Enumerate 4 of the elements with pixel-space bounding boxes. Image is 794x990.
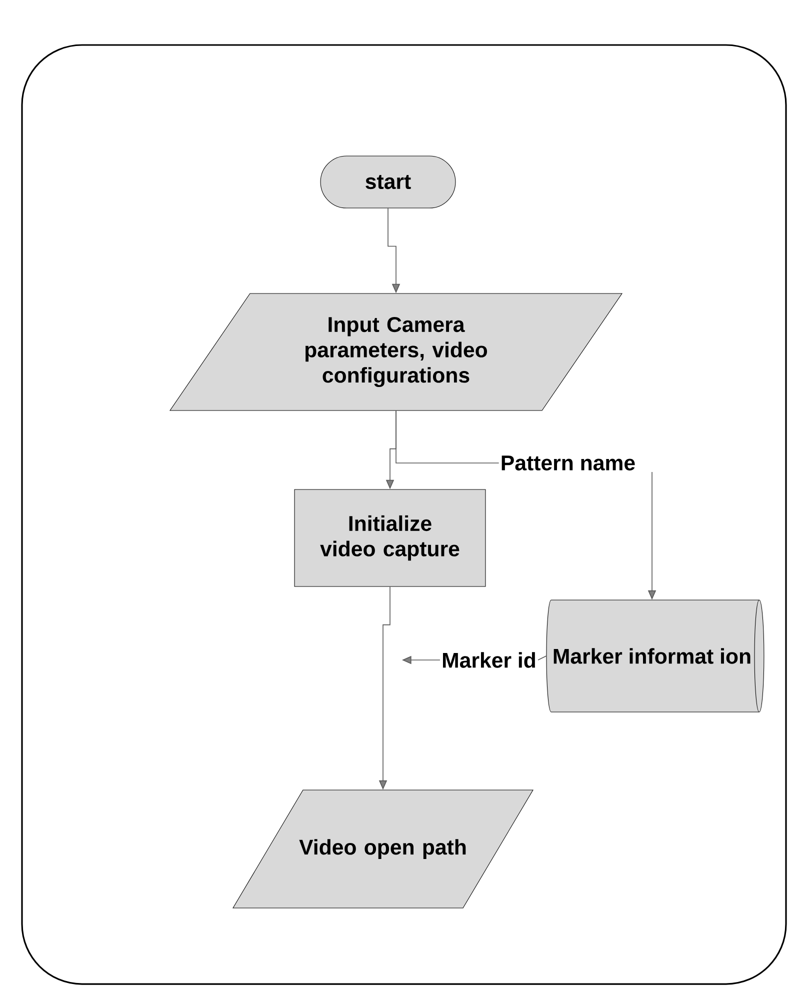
flow-label-text: Pattern name [502, 456, 635, 470]
flow-label-text: Marker id [443, 652, 535, 668]
database-cylinder: Marker informat ion [546, 600, 764, 712]
process-box: Initialize video capture [294, 489, 486, 587]
